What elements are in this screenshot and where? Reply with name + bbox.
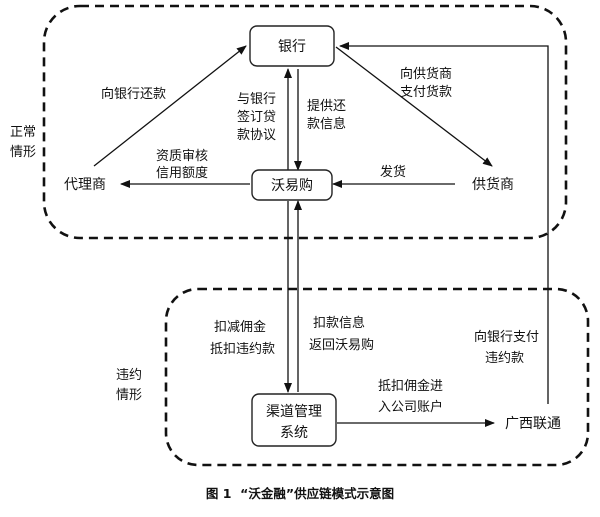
node-supplier: 供货商 bbox=[472, 176, 514, 193]
breach-region-label-2: 情形 bbox=[116, 388, 142, 403]
normal-region bbox=[42, 4, 568, 240]
node-agent: 代理商 bbox=[64, 177, 106, 193]
label-credit-info-1: 提供还 bbox=[307, 98, 346, 114]
node-channel-label-2: 系统 bbox=[280, 425, 308, 441]
label-agent-to-bank: 向银行还款 bbox=[101, 86, 166, 102]
normal-region-label-2: 情形 bbox=[10, 145, 36, 160]
label-commission-1: 抵扣佣金进 bbox=[378, 378, 443, 394]
node-woyigou: 沃易购 bbox=[251, 169, 333, 201]
label-ship: 发货 bbox=[380, 164, 406, 180]
label-bank-supplier-1: 向供货商 bbox=[400, 66, 452, 82]
edge-agent-bank bbox=[93, 45, 247, 167]
label-unicom-pay-2: 违约款 bbox=[485, 351, 524, 366]
breach-region bbox=[164, 287, 590, 467]
label-review-1: 资质审核 bbox=[156, 149, 208, 164]
node-unicom: 广西联通 bbox=[505, 416, 561, 432]
label-deduct-info-2: 返回沃易购 bbox=[309, 337, 374, 353]
label-review-2: 信用额度 bbox=[156, 165, 208, 181]
node-woyigou-label: 沃易购 bbox=[271, 178, 313, 194]
label-unicom-pay-1: 向银行支付 bbox=[474, 329, 539, 345]
node-channel-label-1: 渠道管理 bbox=[266, 404, 322, 420]
label-sign-loan-1: 与银行 bbox=[237, 92, 276, 107]
label-bank-supplier-2: 支付货款 bbox=[400, 84, 452, 100]
label-sign-loan-2: 签订贷 bbox=[237, 109, 276, 125]
edge-unicom-bank bbox=[339, 42, 549, 404]
edge-bank-supplier bbox=[335, 46, 493, 167]
label-deduct-info-1: 扣款信息 bbox=[313, 315, 365, 331]
normal-region-label-1: 正常 bbox=[10, 125, 36, 140]
label-commission-2: 入公司账户 bbox=[378, 399, 443, 415]
label-sign-loan-3: 款协议 bbox=[237, 128, 276, 143]
node-bank-label: 银行 bbox=[278, 39, 306, 55]
node-bank: 银行 bbox=[249, 25, 335, 67]
label-credit-info-2: 款信息 bbox=[307, 116, 346, 132]
figure-caption: 图 1 “沃金融”供应链模式示意图 bbox=[206, 486, 394, 501]
breach-region-label-1: 违约 bbox=[116, 368, 142, 383]
label-deduct-1: 扣减佣金 bbox=[214, 319, 266, 335]
label-deduct-2: 抵扣违约款 bbox=[210, 342, 275, 357]
node-channel: 渠道管理 系统 bbox=[251, 393, 337, 447]
